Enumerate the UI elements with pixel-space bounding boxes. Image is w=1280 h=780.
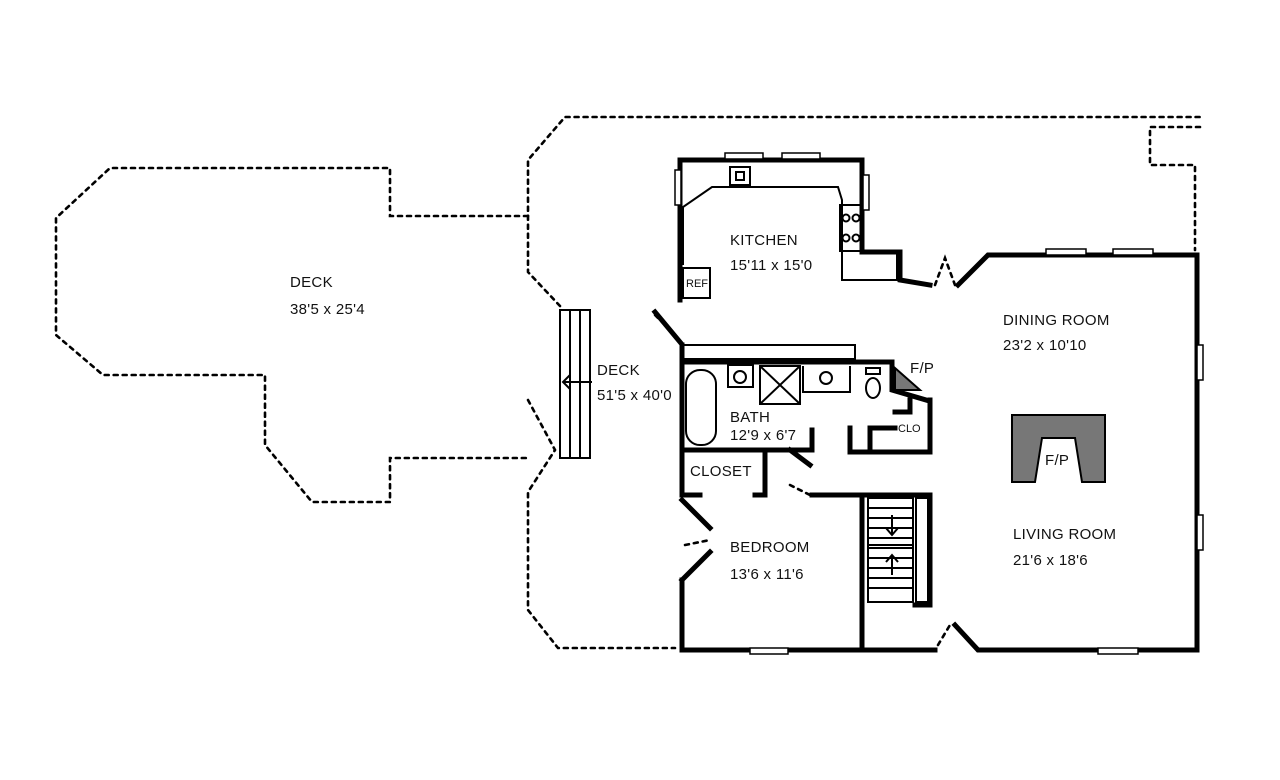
kitchen-counters: REF: [682, 166, 898, 299]
stair-arrow-up-icon: [885, 553, 899, 575]
kitchen-left-lower-wall: [651, 308, 684, 346]
fireplace-main-label: F/P: [1045, 452, 1069, 469]
bedroom-left-wall-angle: [678, 496, 714, 584]
dining-dims: 23'2 x 10'10: [1003, 337, 1087, 354]
living-name: LIVING ROOM: [1013, 526, 1116, 543]
burner-icon: [841, 233, 851, 243]
window: [862, 174, 870, 211]
bathtub-icon: [685, 369, 717, 446]
fireplace-small: [894, 365, 923, 391]
front-door-swing-top: [933, 254, 957, 287]
window: [1196, 514, 1204, 551]
counter-outline: [682, 186, 898, 281]
kitchen-dims: 15'11 x 15'0: [730, 257, 812, 274]
stairs: [867, 497, 929, 603]
main-top-wall: [951, 252, 1200, 653]
window: [1196, 344, 1204, 381]
burner-icon: [851, 213, 861, 223]
stove-icon: [839, 204, 863, 252]
deck-large-dims: 38'5 x 25'4: [290, 301, 365, 318]
deck-small-dims: 51'5 x 40'0: [597, 387, 672, 404]
interior-walls: [679, 344, 933, 653]
shower-cross: [759, 365, 801, 405]
sink-basin: [819, 371, 833, 385]
burner-icon: [841, 213, 851, 223]
bath-fixtures: [685, 364, 923, 446]
deck-small-outline-right: [1148, 125, 1202, 252]
window: [749, 647, 789, 655]
dining-name: DINING ROOM: [1003, 312, 1110, 329]
bath-door-wall: [786, 446, 814, 469]
deck-step-lines: [569, 310, 581, 458]
deck-small-name: DECK: [597, 362, 640, 379]
sink-basin: [735, 171, 745, 181]
arrow-left-icon: [561, 374, 592, 390]
stair-wall: [912, 492, 933, 608]
bedroom-dims: 13'6 x 11'6: [730, 566, 804, 583]
deck-large-outline: [54, 166, 530, 504]
closet-small-label: CLO: [898, 423, 921, 435]
room-labels: DECK 38'5 x 25'4 DECK 51'5 x 40'0 KITCHE…: [290, 232, 1116, 583]
bath-dims: 12'9 x 6'7: [730, 427, 796, 444]
window: [674, 169, 682, 206]
window: [1097, 647, 1139, 655]
house-bottom-wall: [679, 577, 938, 653]
refrigerator: [682, 267, 711, 299]
bath-name: BATH: [730, 409, 770, 426]
window: [724, 152, 764, 160]
fireplace-small-label: F/P: [910, 360, 934, 377]
deck-outlines: [54, 115, 1202, 650]
bedroom-door-swing: [683, 538, 712, 547]
bedroom-name: BEDROOM: [730, 539, 810, 556]
staircase: [867, 497, 914, 603]
deck-large-name: DECK: [290, 274, 333, 291]
kitchen-name: KITCHEN: [730, 232, 798, 249]
clo-wall: [847, 397, 933, 455]
living-dims: 21'6 x 18'6: [1013, 552, 1088, 569]
sink-basin: [733, 370, 747, 384]
window: [1112, 248, 1154, 256]
vanity-counter: [802, 366, 851, 393]
burner-icon: [851, 233, 861, 243]
refrigerator-label: REF: [686, 278, 708, 290]
deck-steps: [559, 309, 592, 459]
stair-treads: [868, 507, 913, 589]
deck-small-outline-bottom: [526, 398, 677, 650]
sink-icon: [729, 166, 751, 186]
hall-counter: [682, 344, 856, 360]
bath-door-swing: [788, 483, 812, 497]
windows: [674, 152, 1204, 655]
deck-small-outline: [526, 115, 1202, 308]
exterior-walls: [651, 157, 1200, 653]
deck-steps-box: [559, 309, 591, 459]
sink-icon: [727, 364, 754, 388]
stair-rail: [915, 497, 929, 603]
window: [781, 152, 821, 160]
fp-wall: [889, 359, 930, 404]
front-door-swing-bottom: [936, 623, 952, 647]
stair-arrow-down-icon: [885, 515, 899, 537]
closet-name: CLOSET: [690, 463, 752, 480]
fireplace-main: [1011, 414, 1106, 483]
toilet-tank: [865, 367, 881, 375]
toilet-icon: [865, 377, 881, 399]
window: [1045, 248, 1087, 256]
shower-icon: [759, 365, 801, 405]
